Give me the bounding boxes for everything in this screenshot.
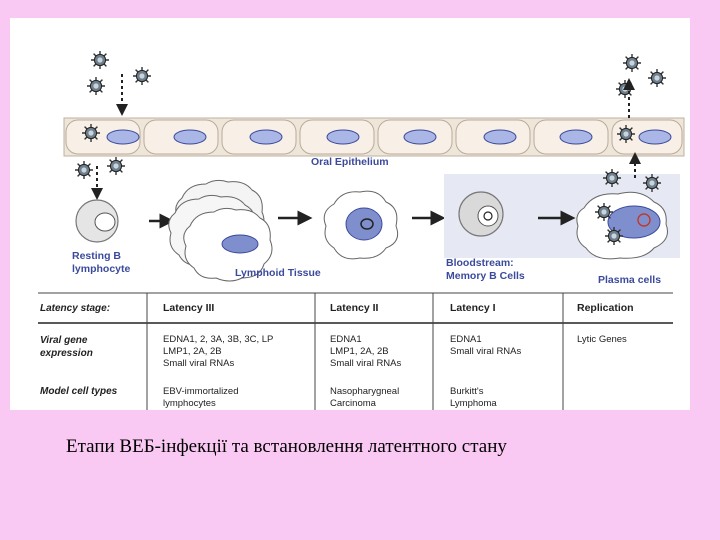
table-header-latency-ii: Latency II: [330, 302, 379, 314]
table-cell: Small viral RNAs: [450, 346, 522, 357]
table-header-latency-i: Latency I: [450, 302, 496, 314]
stage-label-line2: lymphocyte: [72, 263, 131, 275]
table-cell: Burkitt's: [450, 386, 484, 397]
table-cell: Carcinoma: [330, 398, 377, 409]
plasma-cell: Plasma cells: [576, 168, 668, 286]
table-cell: Small viral RNAs: [330, 358, 402, 369]
table-header-replication: Replication: [577, 302, 634, 314]
epithelial-nuclei: [106, 129, 672, 145]
virus-icon: [81, 123, 101, 143]
memory-b-cell: Bloodstream: Memory B Cells: [446, 191, 525, 282]
table-cell: EBV-immortalized: [163, 386, 239, 397]
table-cell: Lytic Genes: [577, 334, 627, 345]
viruses-entering: [74, 50, 152, 180]
table-cell: Lymphoma: [450, 398, 497, 409]
resting-b-lymphocyte: Resting B lymphocyte: [72, 199, 131, 275]
oral-epithelium: Oral Epithelium: [63, 117, 685, 168]
virus-icon: [622, 53, 642, 73]
diagram-canvas: Oral Epithelium Resting B lymphocyte Lym…: [38, 50, 685, 410]
virus-icon: [642, 173, 662, 193]
virus-icon: [74, 160, 94, 180]
table-cell: EDNA1, 2, 3A, 3B, 3C, LP: [163, 334, 273, 345]
virus-icon: [90, 50, 110, 70]
virus-icon: [86, 76, 106, 96]
table-cell: LMP1, 2A, 2B: [330, 346, 389, 357]
virus-icon: [132, 66, 152, 86]
ebv-latency-figure: Oral Epithelium Resting B lymphocyte Lym…: [10, 18, 690, 410]
table-cell: lymphocytes: [163, 398, 216, 409]
table-header-latency-iii: Latency III: [163, 302, 214, 314]
table-cell: Small viral RNAs: [163, 358, 235, 369]
stage-label-line1: Bloodstream:: [446, 257, 514, 269]
virus-icon: [616, 124, 636, 144]
virus-icon: [604, 226, 624, 246]
oral-epithelium-label: Oral Epithelium: [311, 156, 389, 168]
virus-icon: [106, 156, 126, 176]
table-cell: EDNA1: [450, 334, 482, 345]
stage-label-line2: Memory B Cells: [446, 270, 525, 282]
table-cell: EDNA1: [330, 334, 362, 345]
table-cell: Nasopharygneal: [330, 386, 399, 397]
row-head-viral-gene: Viral gene: [40, 335, 88, 346]
virus-icon: [602, 168, 622, 188]
table-header-latency-stage: Latency stage:: [40, 303, 110, 314]
stage-label-line1: Plasma cells: [598, 274, 661, 286]
activated-b-cell: [323, 190, 399, 260]
latency-table: Latency stage: Latency III Latency II La…: [38, 292, 673, 410]
stage-label-line1: Lymphoid Tissue: [235, 267, 321, 279]
row-head-viral-gene: expression: [40, 348, 93, 359]
row-head-model-cell-types: Model cell types: [40, 386, 118, 397]
stage-label-line1: Resting B: [72, 250, 121, 262]
slide-caption: Етапи ВЕБ-інфекції та встановлення латен…: [66, 436, 507, 457]
virus-icon: [594, 202, 614, 222]
virus-icon: [615, 79, 635, 99]
lymphoid-tissue-cells: Lymphoid Tissue: [168, 179, 321, 282]
table-cell: LMP1, 2A, 2B: [163, 346, 222, 357]
virus-icon: [647, 68, 667, 88]
